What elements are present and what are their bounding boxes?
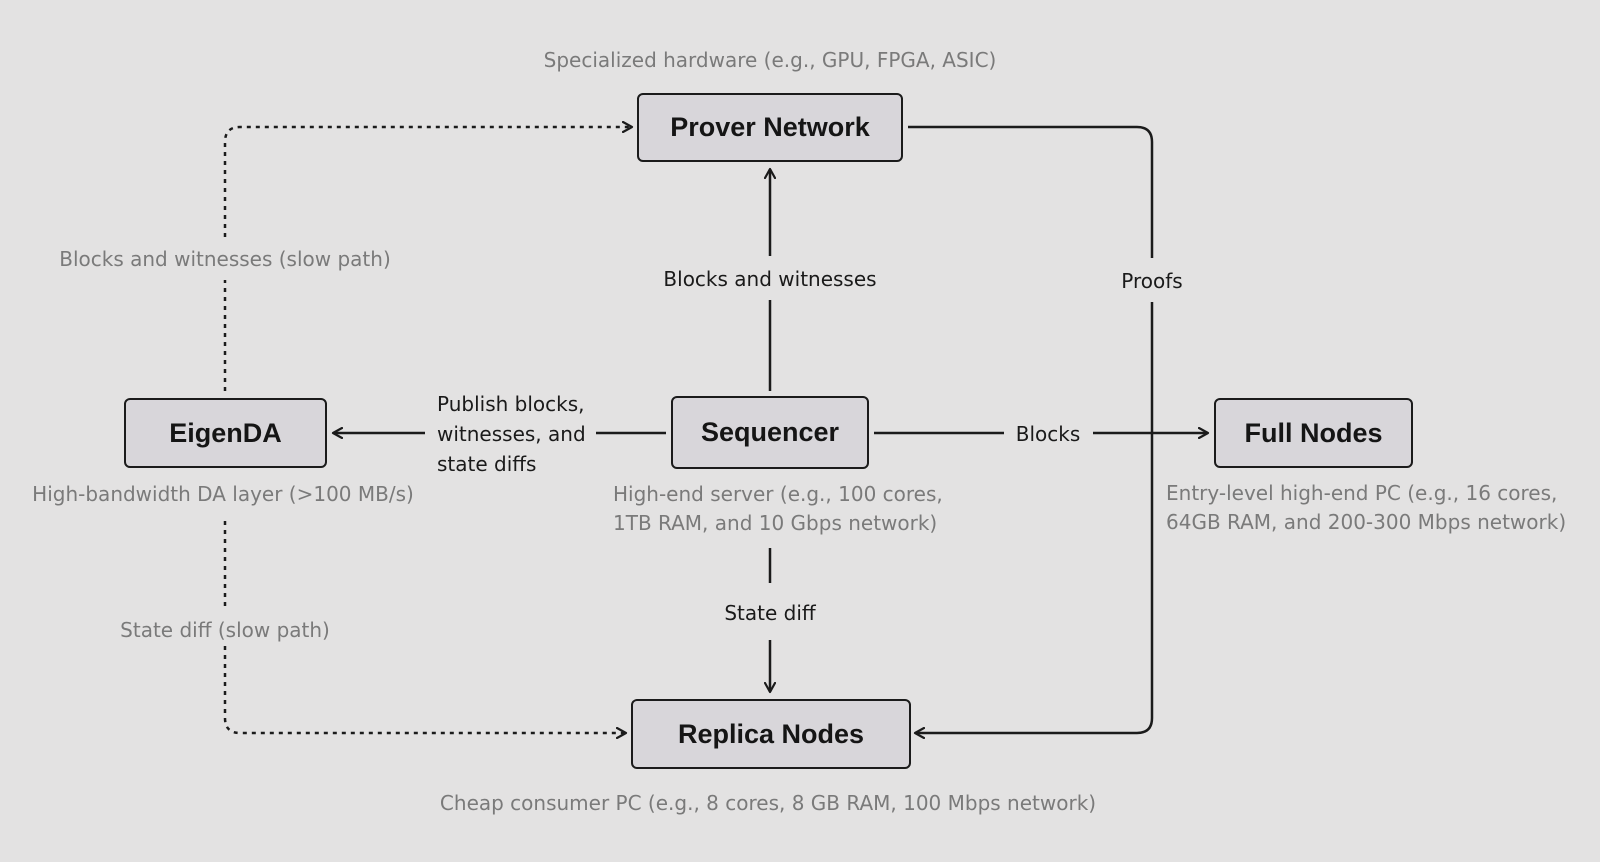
edge-label-state-diff: State diff: [724, 601, 816, 625]
note-full-nodes-hardware: Entry-level high-end PC (e.g., 16 cores,…: [1166, 481, 1567, 534]
edge-label-state-diff-slow: State diff (slow path): [120, 618, 330, 642]
node-eigenda: EigenDA: [124, 398, 327, 468]
note-sequencer-hardware: High-end server (e.g., 100 cores, 1TB RA…: [613, 482, 943, 535]
note-replica-hardware: Cheap consumer PC (e.g., 8 cores, 8 GB R…: [439, 791, 1097, 815]
note-eigenda-hardware: High-bandwidth DA layer (>100 MB/s): [32, 482, 414, 506]
edge-label-blocks-and-witnesses: Blocks and witnesses: [663, 267, 877, 291]
edge-label-proofs: Proofs: [1121, 269, 1183, 293]
edge-label-blocks-and-witnesses-slow: Blocks and witnesses (slow path): [59, 247, 391, 271]
edge-label-publish: Publish blocks, witnesses, and state dif…: [437, 392, 586, 476]
node-sequencer: Sequencer: [671, 396, 869, 469]
node-full-nodes: Full Nodes: [1214, 398, 1413, 468]
edge-eigenda-to-replica-lower: [223, 646, 626, 733]
note-prover-hardware: Specialized hardware (e.g., GPU, FPGA, A…: [543, 48, 997, 72]
node-prover-network: Prover Network: [637, 93, 903, 162]
edge-label-blocks: Blocks: [1015, 422, 1081, 446]
edge-prover-proofs-upper: [908, 125, 1154, 258]
node-replica-nodes: Replica Nodes: [631, 699, 911, 769]
edge-eigenda-to-prover-upper: [223, 127, 632, 237]
edge-proofs-to-replica: [915, 302, 1154, 733]
